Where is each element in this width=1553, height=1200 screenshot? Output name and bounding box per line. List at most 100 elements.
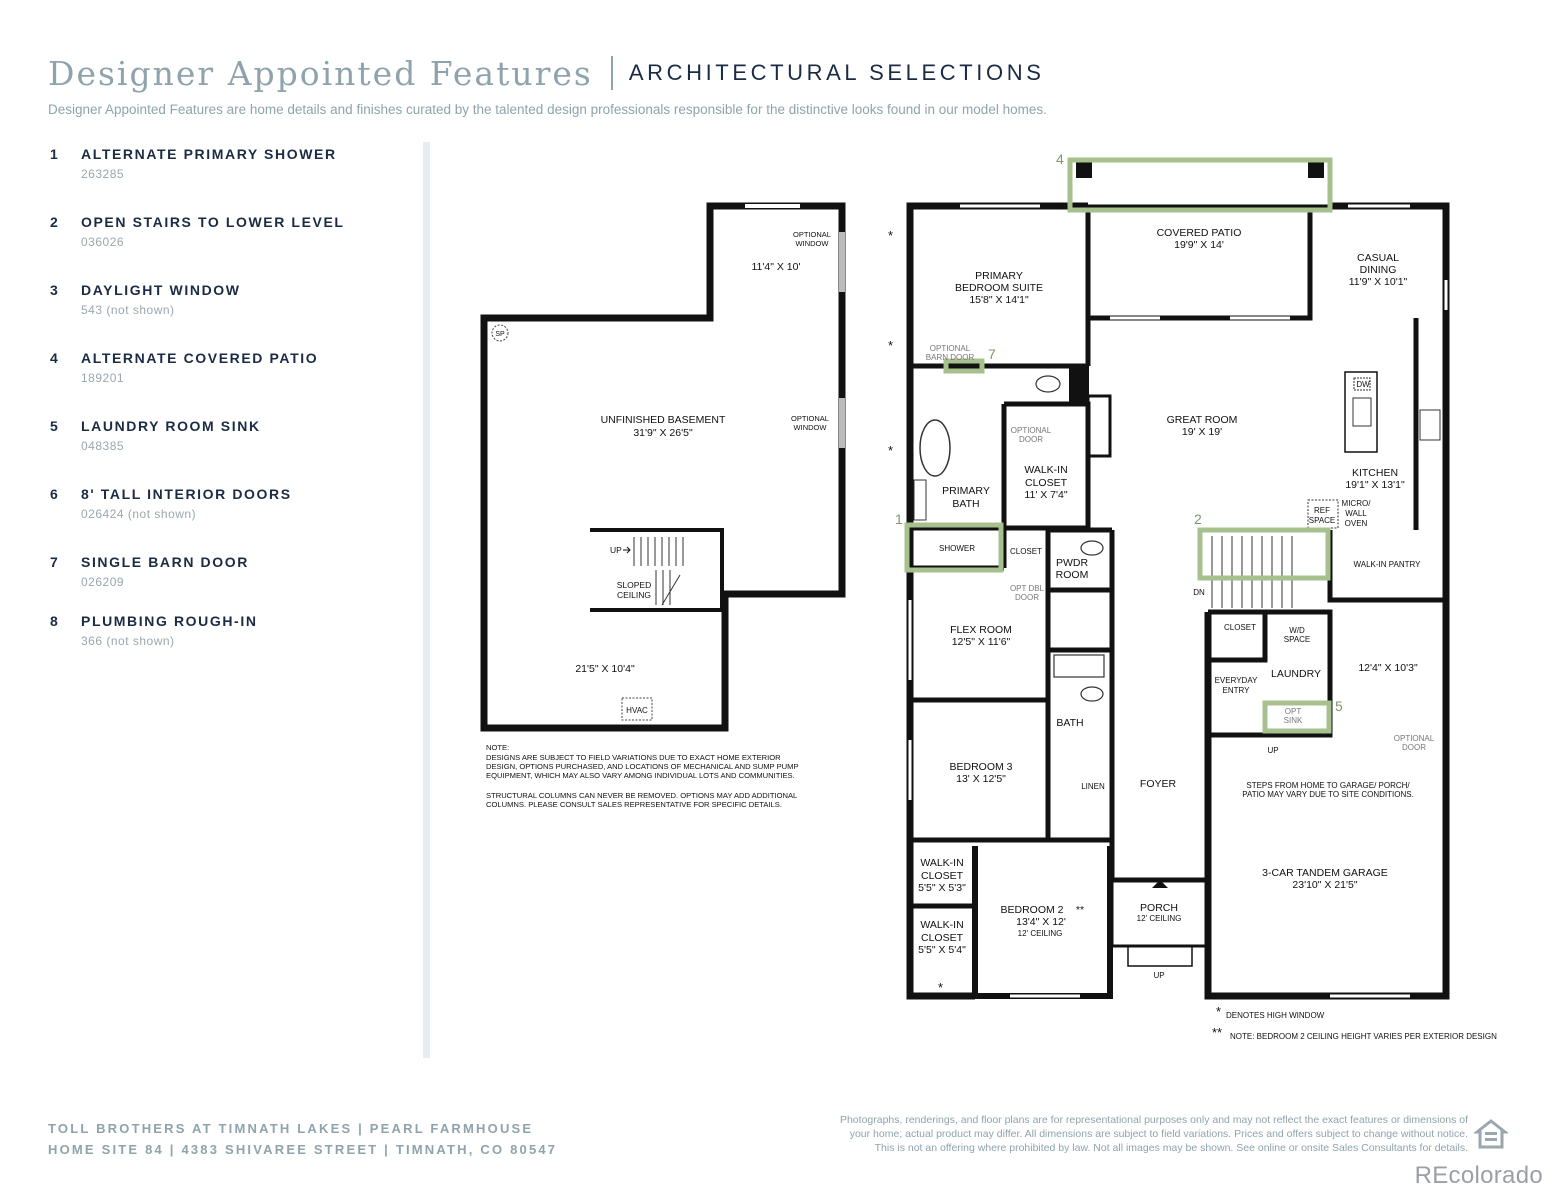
room-name: PWDR (1056, 557, 1088, 569)
toilet (1080, 686, 1104, 702)
patio-column (1308, 162, 1324, 178)
note-line: STRUCTURAL COLUMNS CAN NEVER BE REMOVED.… (486, 791, 797, 800)
optional-window-label: WINDOW (794, 423, 828, 432)
vertical-divider (423, 142, 430, 1058)
room-name: PRIMARY (975, 270, 1023, 282)
optional-window-label: WINDOW (796, 239, 830, 248)
feature-code: 263285 (81, 167, 125, 181)
sump-pump-icon (491, 324, 509, 342)
room-name: WALK-IN (1024, 464, 1067, 476)
room-name: CASUAL (1357, 252, 1399, 264)
room-dimension: 5'5" X 5'3" (918, 882, 966, 894)
callout-box-7 (943, 358, 985, 374)
section-title: ARCHITECTURAL SELECTIONS (628, 60, 1045, 85)
room-dimension: 19' X 19' (1182, 426, 1222, 438)
optional-label: OPT (1285, 707, 1302, 716)
appliance-label: DW (1356, 380, 1370, 389)
feature-label: OPEN STAIRS TO LOWER LEVEL (81, 214, 345, 230)
basement-walls (480, 202, 846, 732)
room-name: BATH (952, 498, 979, 510)
up-arrow-icon (623, 546, 631, 554)
room-dimension: 11' X 7'4" (1024, 489, 1067, 501)
feature-number: 7 (50, 554, 58, 570)
high-window-marker: * (888, 338, 893, 353)
room-name: CLOSET (921, 932, 964, 944)
callout-box-4 (1067, 157, 1333, 213)
note-line: COLUMNS. PLEASE CONSULT SALES REPRESENTA… (486, 800, 782, 809)
room-dimension: 12'4" X 10'3" (1358, 662, 1418, 674)
plan-notes: NOTE: DESIGNS ARE SUBJECT TO FIELD VARIA… (486, 743, 799, 809)
feature-code: 189201 (81, 371, 125, 385)
main-stairs (1211, 536, 1293, 608)
note-line: EQUIPMENT, WHICH MAY ALSO VARY AMONG IND… (486, 771, 795, 780)
room-name: CLOSET (1224, 623, 1256, 632)
interior-walls (910, 318, 1446, 909)
room-name: CLOSET (1010, 547, 1042, 556)
optional-window-label: OPTIONAL (791, 414, 829, 423)
porch-steps (1127, 945, 1193, 967)
stair-up-label: UP (1153, 971, 1164, 980)
kitchen-sink (1352, 397, 1372, 427)
patio-walls (1085, 206, 1313, 321)
bathtub (919, 419, 951, 477)
patio-column (1076, 162, 1092, 178)
feature-label: ALTERNATE COVERED PATIO (81, 350, 319, 366)
kitchen-island (1344, 371, 1378, 453)
legend-marker: ** (1212, 1025, 1222, 1040)
feature-code: 366 (not shown) (81, 634, 175, 648)
high-window-marker: * (888, 228, 893, 243)
disclaimer-line: Photographs, renderings, and floor plans… (839, 1114, 1468, 1126)
sloped-ceiling-label: SLOPED (617, 580, 652, 590)
legend-text: NOTE: BEDROOM 2 CEILING HEIGHT VARIES PE… (1230, 1032, 1497, 1041)
fireplace (1069, 366, 1089, 402)
main-floor-plan: 1 2 4 5 7 COVERED PATIO 19'9" X 14' CASU… (888, 151, 1497, 1041)
stair-down-label: DN (1193, 588, 1205, 597)
note-line: DESIGNS ARE SUBJECT TO FIELD VARIATIONS … (486, 753, 781, 762)
high-window-marker: * (938, 980, 943, 995)
room-name: COVERED PATIO (1157, 227, 1242, 239)
optional-label: OPTIONAL (1394, 734, 1435, 743)
legend-text: DENOTES HIGH WINDOW (1226, 1011, 1325, 1020)
stair-up-label: UP (1267, 746, 1278, 755)
room-dimension: 31'9" X 26'5" (633, 427, 693, 439)
feature-number: 4 (50, 350, 58, 366)
equal-housing-opportunity-icon (1474, 1119, 1508, 1149)
callout-number: 2 (1194, 511, 1202, 527)
plan-legend: * DENOTES HIGH WINDOW ** NOTE: BEDROOM 2… (1212, 1004, 1497, 1041)
floor-plan: OPTIONAL WINDOW OPTIONAL WINDOW 11'4" X … (480, 151, 1497, 1041)
optional-label: DOOR (1015, 593, 1039, 602)
room-name: ENTRY (1223, 686, 1251, 695)
small-labels: OPTIONAL BARN DOOR DW OPTIONAL DOOR REF … (926, 344, 1435, 980)
room-name: FLEX ROOM (950, 624, 1012, 636)
callout-number: 4 (1056, 151, 1064, 167)
room-name: KITCHEN (1352, 467, 1398, 479)
room-dimension: 13'4" X 12' (1016, 916, 1066, 928)
room-dimension: 23'10" X 21'5" (1292, 879, 1357, 891)
toilet (1035, 375, 1061, 393)
optional-label: DOOR (1019, 435, 1043, 444)
page-title: Designer Appointed Features (48, 53, 593, 93)
watermark: REcolorado (1414, 1162, 1543, 1189)
room-name: PRIMARY (942, 485, 990, 497)
appliance-label: SPACE (1284, 635, 1311, 644)
room-name: WALK-IN PANTRY (1354, 560, 1422, 569)
room-name: BEDROOM 3 (949, 761, 1012, 773)
room-name: DINING (1360, 264, 1397, 276)
room-name: WALK-IN (920, 919, 963, 931)
footer-homesite: HOME SITE 84 | 4383 SHIVAREE STREET | TI… (48, 1142, 558, 1157)
feature-item: 4 ALTERNATE COVERED PATIO 189201 (50, 350, 410, 385)
sloped-ceiling-label: CEILING (617, 590, 651, 600)
room-name: WALK-IN (920, 857, 963, 869)
page-subtitle: Designer Appointed Features are home det… (48, 102, 1047, 117)
hvac-unit (621, 697, 653, 721)
room-note-marker: ** (1076, 904, 1084, 916)
site-note: STEPS FROM HOME TO GARAGE/ PORCH/ (1246, 781, 1410, 790)
room-dimension: 12'5" X 11'6" (952, 636, 1011, 648)
room-dimension: 5'5" X 5'4" (918, 944, 966, 956)
feature-code: 048385 (81, 439, 125, 453)
callout-numbers: 1 2 4 5 7 (895, 151, 1343, 714)
